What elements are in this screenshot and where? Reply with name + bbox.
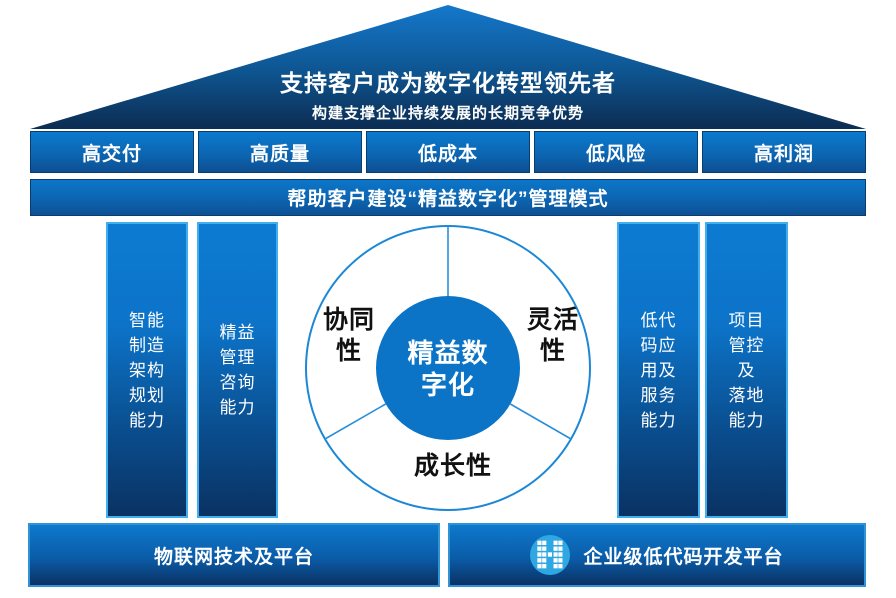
h-blocks-icon — [530, 535, 571, 575]
wheel-divider-lower-right — [509, 403, 572, 440]
sector-label-collaboration: 协同 性 — [322, 306, 375, 365]
pillar-low-code-application-service: 低代 码应 用及 服务 能力 — [617, 222, 700, 518]
pillar-smart-manufacturing-architecture: 智能 制造 架构 规划 能力 — [106, 222, 188, 518]
platform-low-code-label: 企业级低代码开发平台 — [583, 546, 784, 568]
roof-title: 支持客户成为数字化转型领先者 — [280, 70, 616, 96]
benefit-box-high-profit: 高利润 — [702, 131, 866, 173]
benefit-box-high-quality: 高质量 — [198, 131, 362, 173]
benefit-box-high-delivery: 高交付 — [30, 131, 194, 173]
wheel-divider-lower-left — [324, 403, 387, 440]
wheel-center-label: 精益数 字化 — [407, 338, 489, 400]
sector-label-flexibility: 灵活 性 — [526, 306, 579, 365]
roof-subtitle: 构建支撑企业持续发展的长期竞争优势 — [311, 105, 584, 122]
platform-iot: 物联网技术及平台 — [28, 523, 440, 587]
pillar-project-control-landing: 项目 管控 及 落地 能力 — [705, 222, 788, 518]
wheel-center-circle — [376, 296, 520, 440]
management-mode-banner: 帮助客户建设“精益数字化”管理模式 — [30, 179, 866, 216]
pillar-lean-management-consulting: 精益 管理 咨询 能力 — [197, 222, 278, 518]
benefit-box-low-risk: 低风险 — [534, 131, 698, 173]
wheel-diagram — [305, 225, 591, 511]
benefit-box-low-cost: 低成本 — [366, 131, 530, 173]
platform-low-code: 企业级低代码开发平台 — [448, 523, 866, 587]
platform-iot-label: 物联网技术及平台 — [153, 546, 314, 568]
benefits-row: 高交付 高质量 低成本 低风险 高利润 — [30, 131, 866, 173]
sector-label-growth: 成长性 — [413, 452, 492, 480]
